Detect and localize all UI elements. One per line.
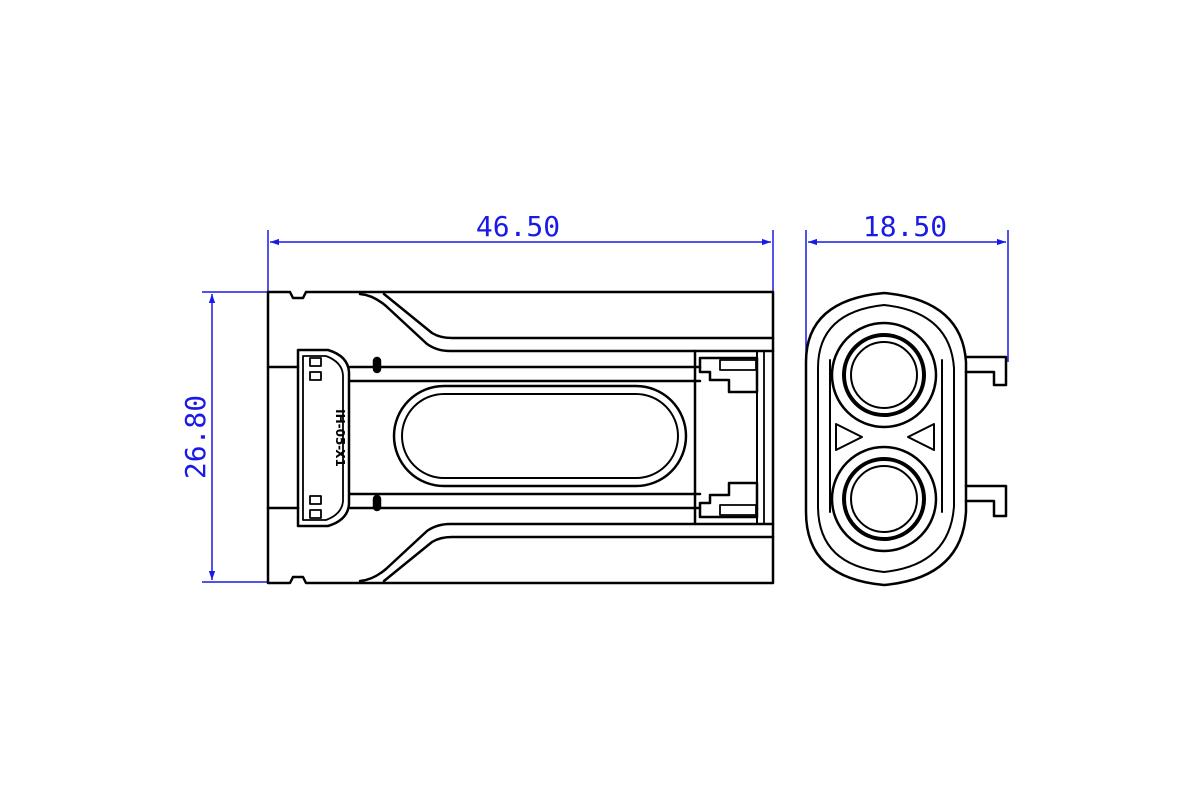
dim-height-label: 26.80 xyxy=(179,395,212,479)
upper-rib xyxy=(358,292,775,353)
dim-width-label: 18.50 xyxy=(863,210,947,243)
latch-tab-top-2 xyxy=(309,371,322,381)
latch-tab-bottom-2 xyxy=(309,509,322,519)
body-outline xyxy=(266,290,775,585)
central-oval-window xyxy=(392,384,688,488)
socket-lower-outer xyxy=(830,445,938,553)
latch-tab-bottom xyxy=(309,495,322,505)
pin-top xyxy=(372,356,382,374)
dimension-layer xyxy=(202,230,1009,583)
lower-rib-inner xyxy=(382,535,775,583)
pin-bottom xyxy=(372,494,382,512)
lower-rib xyxy=(358,522,775,583)
housing-engraving: IH-05-X1 xyxy=(333,409,347,467)
solder-tab-bottom xyxy=(964,484,1008,518)
latch-frame xyxy=(296,348,351,528)
contact-top xyxy=(698,356,759,394)
solder-tab-top xyxy=(964,355,1008,387)
connector-end-view xyxy=(804,291,1008,587)
end-housing-outline xyxy=(804,291,968,587)
contact-bottom-tab xyxy=(719,504,757,516)
connector-side-view xyxy=(266,290,775,585)
latch-tab-top xyxy=(309,357,322,367)
socket-lower-inner xyxy=(850,465,918,533)
upper-rib-inner xyxy=(382,292,775,340)
polarity-triangle-left xyxy=(835,423,863,451)
end-housing-inner xyxy=(817,304,955,573)
contact-top-tab xyxy=(719,359,757,371)
socket-upper-outer xyxy=(830,321,938,429)
central-oval-window-inner xyxy=(401,393,679,479)
dim-length-label: 46.50 xyxy=(476,210,560,243)
contact-bottom xyxy=(698,481,759,519)
socket-upper-mid xyxy=(842,333,926,417)
polarity-triangle-right xyxy=(907,423,935,451)
latch-frame-inner xyxy=(302,355,344,521)
socket-lower-mid xyxy=(842,457,926,541)
socket-upper-inner xyxy=(850,341,918,409)
